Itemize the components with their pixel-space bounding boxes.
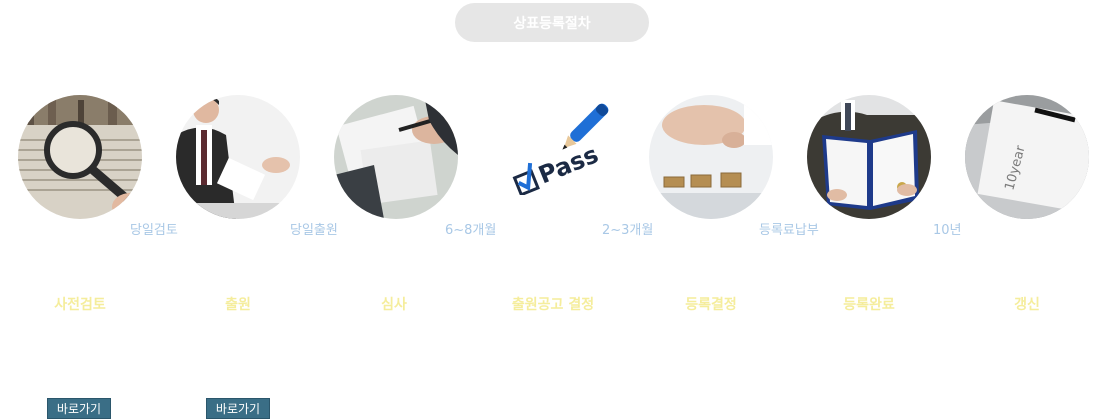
duration-2: 당일출원	[290, 223, 338, 238]
step-label-5: 등록결정	[685, 297, 737, 313]
magnifying-glass-image	[18, 95, 142, 219]
step-label-6: 등록완료	[843, 297, 895, 313]
step-label-1: 사전검토	[54, 297, 106, 313]
page-title: 상표등록절차	[455, 3, 649, 42]
duration-1: 당일검토	[130, 223, 178, 238]
duration-6: 10년	[933, 223, 962, 238]
goto-button-1[interactable]: 바로가기	[47, 398, 111, 419]
step-label-7: 갱신	[1014, 297, 1040, 313]
signing-document-image	[334, 95, 458, 219]
step-label-2: 출원	[225, 297, 251, 313]
duration-4: 2~3개월	[602, 223, 654, 238]
pass-logo: Pass	[505, 100, 615, 197]
pass-text: Pass	[535, 140, 603, 189]
renewal-certificate-image: 10year	[965, 95, 1089, 219]
duration-5: 등록료납부	[759, 223, 819, 238]
coins-image	[649, 95, 773, 219]
goto-button-2[interactable]: 바로가기	[206, 398, 270, 419]
consultation-image	[176, 95, 300, 219]
step-label-3: 심사	[381, 297, 407, 313]
certificate-image	[807, 95, 931, 219]
duration-3: 6~8개월	[445, 223, 497, 238]
step-label-4: 출원공고 결정	[511, 297, 595, 313]
